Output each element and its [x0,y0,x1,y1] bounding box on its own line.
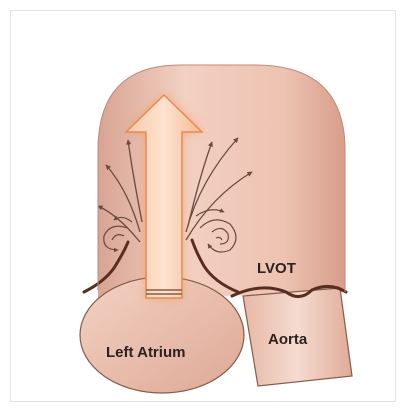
lvot-label: LVOT [257,260,296,277]
left-atrium-label: Left Atrium [106,344,185,361]
aorta-label: Aorta [268,331,308,348]
